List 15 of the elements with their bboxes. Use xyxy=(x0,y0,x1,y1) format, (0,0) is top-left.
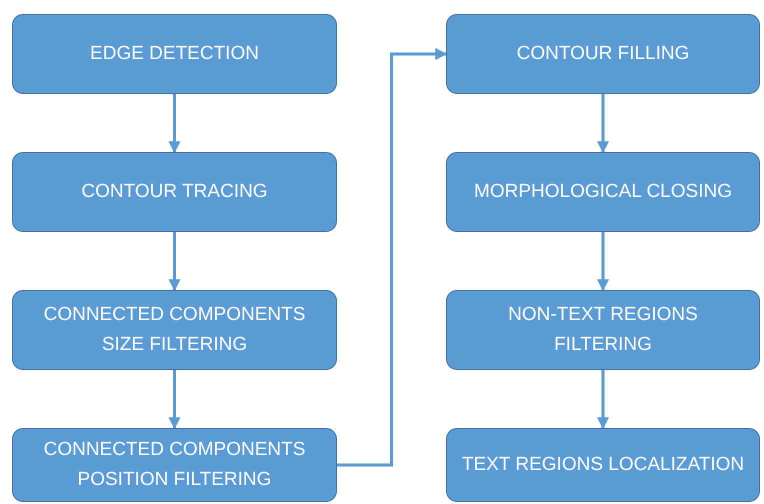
process-box: TEXT REGIONS LOCALIZATION xyxy=(446,428,760,502)
arrow xyxy=(168,232,180,292)
process-box: CONTOUR TRACING xyxy=(12,152,337,232)
process-box: CONNECTED COMPONENTS POSITION FILTERING xyxy=(12,428,337,502)
process-box: CONNECTED COMPONENTS SIZE FILTERING xyxy=(12,290,337,370)
arrow xyxy=(337,48,448,466)
arrow xyxy=(168,370,180,430)
arrow xyxy=(168,94,180,154)
process-box: CONTOUR FILLING xyxy=(446,14,760,94)
process-box: EDGE DETECTION xyxy=(12,14,337,94)
arrow xyxy=(597,232,609,292)
arrow xyxy=(597,94,609,154)
process-box: NON-TEXT REGIONS FILTERING xyxy=(446,290,760,370)
arrow xyxy=(597,370,609,430)
process-box: MORPHOLOGICAL CLOSING xyxy=(446,152,760,232)
